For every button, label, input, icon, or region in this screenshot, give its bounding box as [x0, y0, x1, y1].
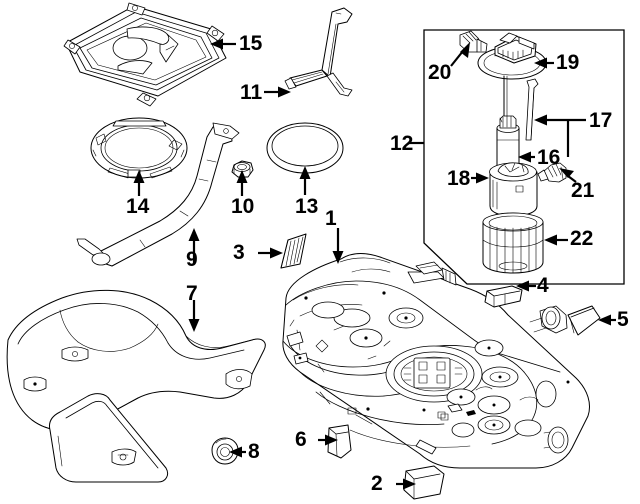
part-sending-unit-flange-19	[477, 32, 547, 119]
part-pad-6	[327, 424, 352, 459]
callout-label-7: 7	[186, 282, 198, 305]
callout-label-2: 2	[371, 472, 383, 495]
callout-label-5: 5	[617, 308, 629, 331]
callout-label-4: 4	[537, 274, 549, 297]
part-fitting-connector-21	[537, 162, 567, 183]
group-box-12	[409, 29, 625, 285]
callout-label-10: 10	[231, 195, 255, 218]
part-lock-ring-seal-13	[266, 122, 344, 174]
callout-label-12: 12	[390, 132, 414, 155]
callout-label-21: 21	[571, 179, 595, 202]
callout-label-16: 16	[537, 146, 561, 169]
part-pad-5	[567, 305, 601, 336]
part-pump-bracket-rod-17	[525, 78, 539, 141]
callout-label-14: 14	[126, 195, 150, 218]
callout-label-1: 1	[325, 207, 337, 230]
part-bracket-clamp-11	[284, 7, 353, 97]
callout-label-13: 13	[295, 195, 319, 218]
callout-label-19: 19	[556, 51, 580, 74]
callout-label-15: 15	[239, 32, 263, 55]
callout-label-8: 8	[248, 440, 260, 463]
part-access-cover-15	[63, 2, 227, 107]
part-fuel-tank-1	[282, 253, 590, 469]
callout-label-18: 18	[447, 167, 471, 190]
part-fuel-tank-strap-9	[76, 122, 240, 267]
callout-leaders	[133, 38, 616, 490]
callout-label-22: 22	[570, 227, 594, 250]
callout-label-17: 17	[589, 109, 613, 132]
callout-label-3: 3	[233, 241, 245, 264]
part-fuel-filter-18	[489, 162, 538, 225]
callout-label-9: 9	[186, 248, 198, 271]
callout-label-11: 11	[240, 81, 263, 104]
part-heat-shield-7	[6, 289, 266, 483]
callout-label-6: 6	[295, 428, 307, 451]
part-pump-filter-screen-22	[482, 212, 544, 274]
part-pad-2	[403, 465, 445, 500]
part-pad-3	[280, 233, 307, 269]
part-pad-4	[484, 285, 523, 308]
part-lock-ring-14	[90, 117, 188, 179]
callout-label-20: 20	[428, 61, 452, 84]
part-nut-10	[231, 160, 254, 178]
